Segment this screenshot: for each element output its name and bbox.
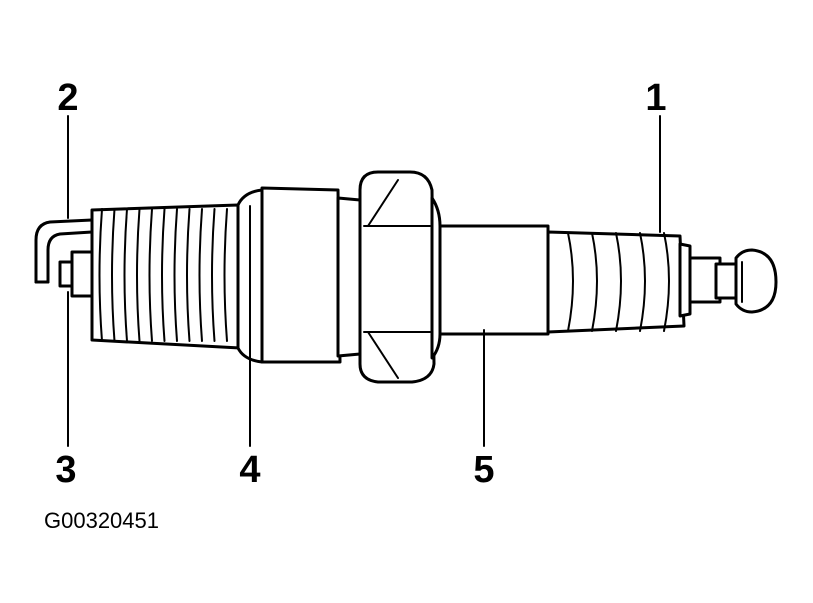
callout-1: 1 (645, 77, 666, 119)
thread-ring (173, 208, 178, 342)
center-electrode (58, 250, 94, 298)
insulator-rib (639, 232, 646, 332)
callout-5: 5 (473, 449, 494, 491)
insulator-rib (567, 232, 574, 332)
thread-ring (123, 208, 128, 342)
insulator-rib (615, 232, 622, 332)
ground-electrode (34, 218, 94, 284)
terminal-post (688, 248, 778, 314)
insulator-rib (591, 232, 598, 332)
callout-4: 4 (239, 449, 260, 491)
thread-ring (161, 208, 166, 342)
ribbed-insulator (546, 230, 692, 334)
gasket-seat (236, 186, 362, 364)
thread-ring (98, 208, 103, 342)
thread-ring (111, 208, 116, 342)
thread-ring (148, 208, 153, 342)
threaded-shell (90, 203, 242, 350)
figure-id: G00320451 (44, 508, 159, 533)
thread-ring (223, 208, 228, 342)
insulator-rib (663, 232, 670, 332)
callout-2: 2 (57, 77, 78, 119)
hex-nut (358, 170, 442, 384)
thread-ring (198, 208, 203, 342)
thread-ring (211, 208, 216, 342)
thread-ring (186, 208, 191, 342)
leader-lines (67, 115, 661, 447)
thread-ring (136, 208, 141, 342)
callout-3: 3 (55, 449, 76, 491)
insulator-body (438, 224, 550, 336)
